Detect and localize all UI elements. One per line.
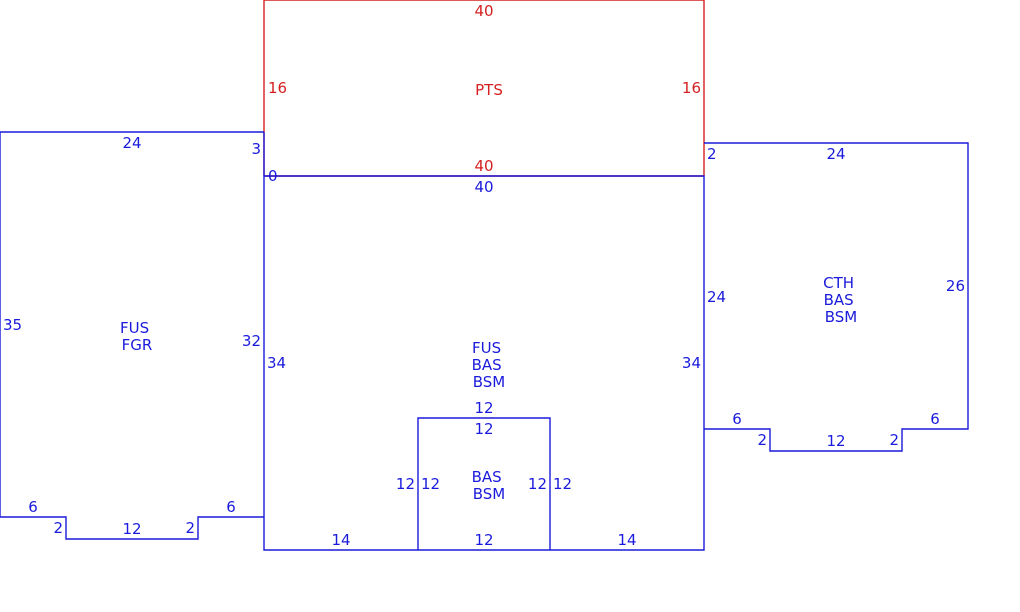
garage-area-label: FUS FGR: [120, 319, 154, 354]
area-code: FUS: [472, 339, 501, 357]
dim-main-left: 34: [267, 354, 286, 372]
dim-garage-top: 24: [122, 134, 141, 152]
dim-garage-bottom: 12: [122, 520, 141, 538]
right-wing-outline: [704, 142, 969, 452]
dim-garage-bl-step: 6: [28, 498, 38, 516]
dim-right-gap: 2: [707, 145, 717, 163]
dim-patio-right: 16: [682, 79, 701, 97]
area-code: BAS: [472, 356, 502, 374]
dim-main-bottom-left: 14: [331, 531, 350, 549]
dim-right-bl-step: 6: [732, 410, 742, 428]
dim-main-zero: 0: [268, 167, 278, 185]
patio-area-label: PTS: [475, 81, 503, 99]
dim-bump-outer-top: 12: [474, 399, 493, 417]
area-code: BSM: [825, 308, 858, 326]
dim-right-bottom: 12: [826, 432, 845, 450]
dim-right-br-drop: 2: [889, 431, 899, 449]
dim-main-top: 40: [474, 178, 493, 196]
area-code: FUS: [120, 319, 149, 337]
main-area-label: FUS BAS BSM: [472, 339, 507, 391]
dim-patio-top: 40: [474, 2, 493, 20]
dim-garage-left: 35: [3, 316, 22, 334]
area-code: BSM: [473, 373, 506, 391]
area-code: PTS: [475, 81, 503, 99]
dim-bump-outer-left: 12: [396, 475, 415, 493]
dim-garage-right: 32: [242, 332, 261, 350]
bump-outline: [417, 417, 551, 550]
dim-main-bottom-right: 14: [617, 531, 636, 549]
dim-garage-br-drop: 2: [185, 519, 195, 537]
area-code: CTH: [823, 274, 854, 292]
dim-garage-top-gap: 3: [251, 140, 261, 158]
dim-bump-inner-right: 12: [528, 475, 547, 493]
garage-outline: [0, 131, 264, 540]
patio-outline: [263, 0, 705, 176]
bump-area-label: BAS BSM: [472, 468, 507, 503]
dim-right-left: 24: [707, 288, 726, 306]
dim-bump-bottom: 12: [474, 531, 493, 549]
area-code: BAS: [472, 468, 502, 486]
area-code: BAS: [824, 291, 854, 309]
dim-patio-bottom: 40: [474, 157, 493, 175]
dim-bump-inner-top: 12: [474, 420, 493, 438]
dim-right-right: 26: [946, 277, 965, 295]
dim-right-br-step: 6: [930, 410, 940, 428]
area-code: FGR: [122, 336, 153, 354]
dim-main-right: 34: [682, 354, 701, 372]
main-outline: [263, 132, 705, 551]
dim-patio-left: 16: [268, 79, 287, 97]
dim-right-top: 24: [826, 145, 845, 163]
dim-right-bl-drop: 2: [757, 431, 767, 449]
dim-bump-outer-right: 12: [553, 475, 572, 493]
right-area-label: CTH BAS BSM: [823, 274, 859, 326]
area-code: BSM: [473, 485, 506, 503]
dim-garage-br-step: 6: [226, 498, 236, 516]
dim-bump-inner-left: 12: [421, 475, 440, 493]
dim-garage-bl-drop: 2: [53, 519, 63, 537]
